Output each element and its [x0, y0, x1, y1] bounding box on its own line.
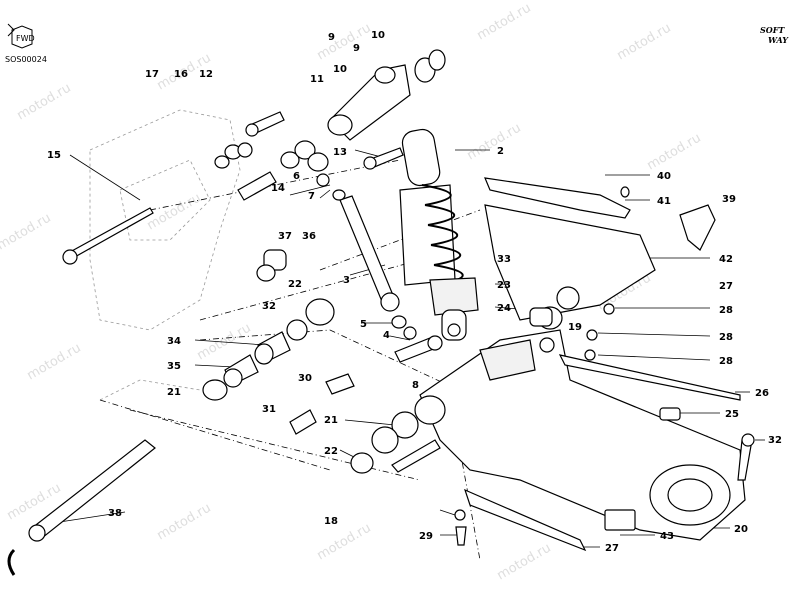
upper-bushings — [214, 111, 404, 201]
shock-absorber — [399, 128, 479, 341]
watermark: motod.ru — [25, 341, 84, 384]
watermark: motod.ru — [615, 21, 674, 64]
callout-26: 27 — [605, 543, 619, 554]
callout-8: 9 — [328, 32, 335, 43]
long-bolt-14 — [62, 207, 154, 265]
callout-12: 13 — [333, 147, 347, 158]
callout-15: 16 — [174, 69, 188, 80]
brand-logo: SOFT WAY — [760, 25, 789, 45]
callout-5: 6 — [293, 171, 300, 182]
watermark: motod.ru — [315, 21, 374, 64]
callout-28c: 29 — [419, 531, 433, 542]
bracket-38 — [679, 204, 716, 251]
callout-29: 30 — [298, 373, 312, 384]
watermark: motod.ru — [465, 121, 524, 164]
watermark: motod.ru — [155, 501, 214, 544]
watermark: motod.ru — [475, 1, 534, 44]
callout-19: 20 — [734, 524, 748, 535]
callout-35: 36 — [302, 231, 316, 242]
callout-7: 8 — [412, 380, 419, 391]
callout-22a: 22 — [288, 279, 302, 290]
fwd-arrow-icon: FWD — [7, 23, 35, 49]
callout-33: 34 — [167, 336, 181, 347]
callout-23: 24 — [497, 303, 511, 314]
lower-link-parts — [391, 315, 443, 363]
callout-21a: 21 — [167, 387, 181, 398]
watermark: motod.ru — [315, 521, 374, 564]
callout-2: 3 — [343, 275, 350, 286]
watermark: motod.ru — [145, 191, 204, 234]
callout-42: 43 — [660, 531, 674, 542]
callout-16: 17 — [145, 69, 159, 80]
callout-28b: 28 — [719, 332, 733, 343]
brand-bottom: WAY — [768, 35, 789, 45]
callout-9b: 10 — [333, 64, 347, 75]
callout-18: 19 — [568, 322, 582, 333]
frame-ghost — [89, 109, 241, 401]
chain-slider — [464, 354, 741, 552]
callout-27a: 27 — [719, 281, 733, 292]
callout-3: 4 — [383, 330, 390, 341]
small-fasteners — [454, 303, 755, 546]
chain-guide — [484, 204, 656, 353]
seals — [289, 373, 355, 435]
callout-6: 7 — [308, 191, 315, 202]
watermark: motod.ru — [15, 81, 74, 124]
callout-labels: 2 3 4 5 6 7 8 9 9 10 10 11 12 13 14 15 1… — [47, 30, 782, 554]
watermark: motod.ru — [0, 211, 54, 254]
callout-14: 15 — [47, 150, 61, 161]
callout-22b: 23 — [497, 280, 511, 291]
corner-symbol — [7, 548, 16, 576]
callout-1: 2 — [497, 146, 504, 157]
callout-25: 26 — [755, 388, 769, 399]
callout-32a: 32 — [262, 301, 276, 312]
callout-32b: 33 — [497, 254, 511, 265]
roller-bearings — [350, 411, 441, 474]
svg-text:FWD: FWD — [16, 34, 35, 43]
callout-24: 25 — [725, 409, 739, 420]
callout-40: 41 — [657, 196, 671, 207]
upper-linkage — [327, 49, 446, 141]
callout-31: 32 — [768, 435, 782, 446]
callout-28a: 28 — [719, 305, 733, 316]
callout-9a: 9 — [353, 43, 360, 54]
swingarm — [414, 329, 746, 541]
callout-37: 38 — [108, 508, 122, 519]
callout-38: 39 — [722, 194, 736, 205]
callout-11: 12 — [199, 69, 213, 80]
brand-top: SOFT — [760, 25, 785, 35]
diagram-code: SOS00024 — [5, 55, 47, 64]
callout-41: 42 — [719, 254, 733, 265]
left-bushings — [202, 249, 335, 401]
callout-21b: 22 — [324, 446, 338, 457]
chain-guard-top — [484, 177, 631, 219]
callout-39: 40 — [657, 171, 671, 182]
callout-10a: 10 — [371, 30, 385, 41]
callout-30: 31 — [262, 404, 276, 415]
tie-rod — [316, 173, 400, 312]
callout-13: 14 — [271, 183, 285, 194]
callout-36: 37 — [278, 231, 292, 242]
callout-10b: 11 — [310, 74, 324, 85]
axle-37 — [28, 439, 156, 542]
callout-20: 21 — [324, 415, 338, 426]
watermark: motod.ru — [495, 541, 554, 584]
watermark: motod.ru — [645, 131, 704, 174]
callout-17: 18 — [324, 516, 338, 527]
callout-34: 35 — [167, 361, 181, 372]
callout-27b: 28 — [719, 356, 733, 367]
callout-4: 5 — [360, 319, 367, 330]
